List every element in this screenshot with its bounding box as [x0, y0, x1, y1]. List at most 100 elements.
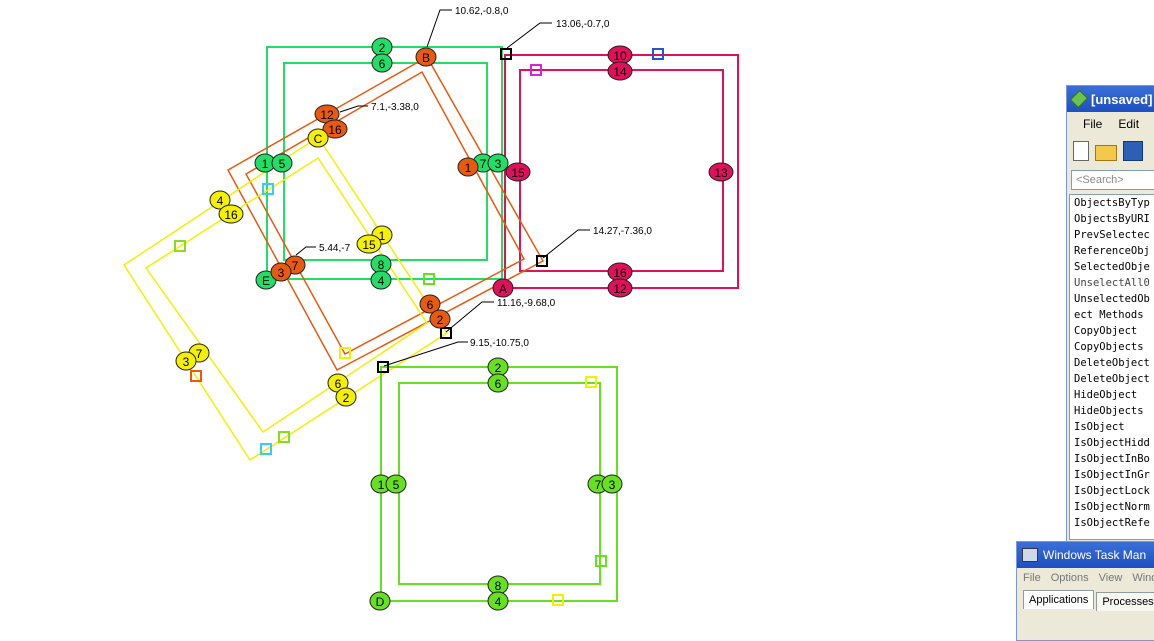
tm-menu-view[interactable]: View — [1098, 572, 1123, 584]
node-label: 1 — [262, 157, 269, 171]
command-list-item[interactable]: IsObjectLock — [1074, 485, 1150, 497]
command-list-item[interactable]: UnselectAll0 — [1074, 277, 1150, 289]
control-node[interactable]: 8 — [370, 254, 392, 274]
task-manager-window[interactable]: Windows Task Man File Options View Wind … — [1016, 541, 1154, 641]
control-node[interactable]: 4 — [209, 190, 231, 210]
control-node[interactable]: C — [307, 128, 329, 148]
control-node[interactable]: 3 — [601, 474, 623, 494]
control-node[interactable]: 15 — [505, 162, 531, 182]
control-node[interactable]: 13 — [708, 162, 734, 182]
command-list-item[interactable]: CopyObject — [1074, 325, 1138, 337]
magenta-square — [504, 54, 739, 289]
new-file-icon[interactable] — [1073, 141, 1089, 161]
command-list-item[interactable]: DeleteObject — [1074, 357, 1150, 369]
node-label: 3 — [278, 266, 285, 280]
command-list-item[interactable]: DeleteObject — [1074, 373, 1150, 385]
node-label: 5 — [393, 478, 400, 492]
control-node[interactable]: 3 — [175, 351, 197, 371]
control-node[interactable]: 2 — [371, 37, 393, 57]
command-panel[interactable]: [unsaved] File Edit <Search> ObjectsByTy… — [1066, 85, 1154, 545]
node-label: 1 — [379, 229, 386, 243]
control-node[interactable]: 16 — [607, 262, 633, 282]
save-disk-icon[interactable] — [1123, 141, 1143, 161]
tab-processes[interactable]: Processes — [1096, 592, 1154, 611]
menu-file[interactable]: File — [1083, 117, 1103, 131]
node-label: C — [314, 132, 323, 146]
control-node[interactable]: 15 — [356, 234, 382, 254]
command-list-item[interactable]: IsObjectInGr — [1074, 469, 1150, 481]
command-list-item[interactable]: ReferenceObj — [1074, 245, 1150, 257]
node-label: 6 — [495, 377, 502, 391]
control-node[interactable]: 14 — [607, 61, 633, 81]
control-node[interactable]: 2 — [335, 387, 357, 407]
command-list-item[interactable]: IsObject — [1074, 421, 1125, 433]
command-list-item[interactable]: PrevSelectec — [1074, 229, 1150, 241]
node-label: 12 — [613, 282, 627, 296]
tm-menu-file[interactable]: File — [1023, 572, 1041, 584]
command-list-item[interactable]: SelectedObje — [1074, 261, 1150, 273]
command-list-item[interactable]: UnselectedOb — [1074, 293, 1150, 305]
command-list-item[interactable]: ObjectsByURI — [1074, 213, 1150, 225]
yellow-rotated-square — [122, 135, 449, 462]
control-node[interactable]: A — [492, 278, 514, 298]
command-list-item[interactable]: HideObjects — [1074, 405, 1144, 417]
command-list-item[interactable]: HideObject — [1074, 389, 1138, 401]
control-node[interactable]: 2 — [487, 357, 509, 377]
square-markers — [174, 48, 664, 606]
control-node[interactable]: 4 — [487, 591, 509, 611]
command-list-item[interactable]: IsObjectRefe — [1074, 517, 1150, 529]
control-node[interactable]: 2 — [429, 309, 451, 329]
control-node[interactable]: 10 — [607, 45, 633, 65]
control-node[interactable]: 3 — [487, 153, 509, 173]
control-node[interactable]: 6 — [371, 53, 393, 73]
annotation-6: 11.16,-9.68,0 — [497, 298, 556, 309]
control-node[interactable]: 6 — [487, 373, 509, 393]
command-list-item[interactable]: ect Methods — [1074, 309, 1144, 321]
control-node[interactable]: B — [415, 47, 437, 67]
node-label: 14 — [613, 65, 627, 79]
node-label: 3 — [609, 478, 616, 492]
control-node[interactable]: 5 — [385, 474, 407, 494]
task-manager-title-bar[interactable]: Windows Task Man — [1017, 542, 1154, 568]
tm-menu-windows[interactable]: Wind — [1132, 572, 1154, 584]
node-label: D — [376, 595, 385, 609]
command-list-item[interactable]: ObjectsByTyp — [1074, 197, 1150, 209]
annotation-2: 13.06,-0.7,0 — [556, 19, 610, 30]
control-node[interactable]: 1 — [457, 157, 479, 177]
node-label: 16 — [328, 123, 342, 137]
node-label: 7 — [480, 157, 487, 171]
control-node[interactable]: 3 — [270, 262, 292, 282]
search-input[interactable]: <Search> — [1071, 170, 1154, 190]
command-panel-title-bar[interactable]: [unsaved] — [1067, 86, 1154, 112]
control-node[interactable]: 16 — [218, 204, 244, 224]
node-label: 1 — [465, 161, 472, 175]
node-label: 15 — [362, 238, 376, 252]
tab-applications[interactable]: Applications — [1023, 590, 1095, 609]
node-label: 2 — [495, 361, 502, 375]
control-node[interactable]: 5 — [271, 153, 293, 173]
task-manager-icon — [1022, 548, 1038, 562]
tm-menu-options[interactable]: Options — [1050, 572, 1089, 584]
command-list-item[interactable]: CopyObjects — [1074, 341, 1144, 353]
command-list-item[interactable]: IsObjectNorm — [1074, 501, 1150, 513]
control-node[interactable]: 12 — [607, 278, 633, 298]
node-label: 6 — [335, 377, 342, 391]
node-label: 4 — [378, 274, 385, 288]
node-label: E — [262, 274, 270, 288]
control-node[interactable]: D — [369, 591, 391, 611]
command-list-item[interactable]: IsObjectHidd — [1074, 437, 1150, 449]
command-list-item[interactable]: IsObjectInBo — [1074, 453, 1150, 465]
menu-edit[interactable]: Edit — [1118, 117, 1140, 131]
control-node[interactable]: 8 — [487, 575, 509, 595]
control-node[interactable]: 4 — [370, 270, 392, 290]
control-node[interactable]: 16 — [322, 119, 348, 139]
node-label: B — [422, 51, 430, 65]
node-label: 1 — [378, 478, 385, 492]
control-node[interactable]: 6 — [419, 294, 441, 314]
node-label: 7 — [292, 259, 299, 273]
open-folder-icon[interactable] — [1095, 145, 1117, 161]
annotations — [295, 9, 590, 367]
